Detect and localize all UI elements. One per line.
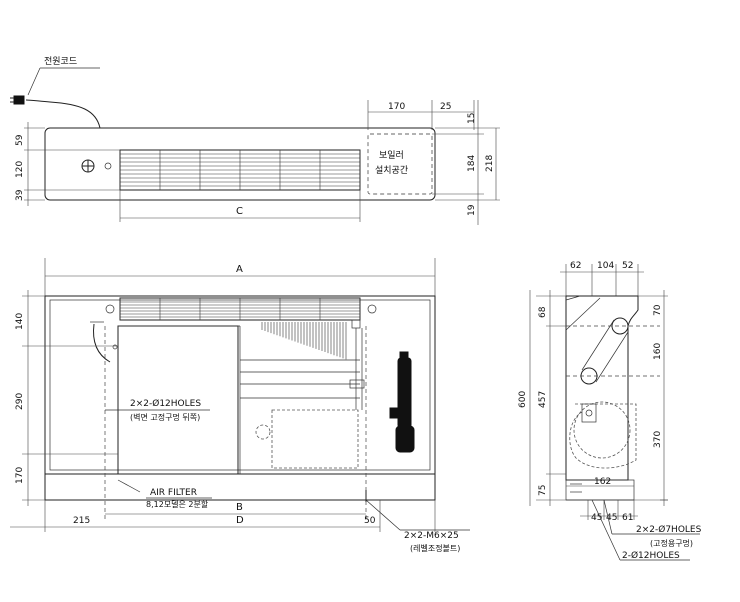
dim-75: 75 — [538, 485, 548, 496]
dim-68: 68 — [538, 306, 548, 318]
dim-45-a: 45 — [591, 513, 602, 523]
front-view: A — [10, 258, 470, 553]
boiler-space-area — [367, 133, 433, 195]
dim-59: 59 — [15, 134, 25, 146]
dim-104: 104 — [597, 261, 614, 271]
holes7-note: (고정용구멍) — [650, 538, 693, 548]
dim-215: 215 — [73, 516, 90, 526]
top-view: 전원코드 보일러 설치공간 170 25 15 184 218 19 — [10, 56, 500, 225]
boiler-space-label-1: 보일러 — [379, 150, 404, 161]
bolt-label: 2×2-M6×25 — [404, 531, 459, 541]
dim-184: 184 — [467, 155, 477, 172]
air-filter-label: AIR FILTER — [150, 488, 197, 498]
dim-140: 140 — [15, 313, 25, 330]
dim-d: D — [236, 515, 244, 526]
fan-scroll — [569, 403, 637, 469]
front-grill-slats — [119, 298, 361, 320]
power-plug-icon — [13, 95, 25, 105]
dim-600: 600 — [518, 391, 528, 408]
side-view: 62 104 52 68 600 457 75 — [518, 261, 702, 561]
top-grill-slats — [119, 150, 361, 190]
filter-note: 8,12모델은 2분할 — [146, 499, 209, 509]
dim-162: 162 — [594, 477, 611, 487]
dim-52: 52 — [622, 261, 633, 271]
dim-160: 160 — [653, 343, 663, 360]
dim-62: 62 — [570, 261, 581, 271]
holes-label: 2×2-Ø12HOLES — [130, 398, 201, 409]
fan-housing — [271, 409, 359, 469]
holes12-label: 2-Ø12HOLES — [622, 550, 680, 561]
dim-61: 61 — [622, 513, 633, 523]
dim-c: C — [236, 206, 243, 217]
dim-15: 15 — [467, 113, 477, 124]
dim-457: 457 — [538, 391, 548, 408]
heat-exchanger-fins — [261, 322, 347, 360]
dim-a: A — [236, 264, 243, 275]
holes-note: (벽면 고정구멍 뒤쪽) — [130, 412, 200, 422]
power-cord — [25, 99, 101, 129]
dim-170-top: 170 — [388, 102, 405, 112]
dim-19: 19 — [467, 204, 477, 216]
power-cord-label: 전원코드 — [44, 56, 77, 67]
holes7-label: 2×2-Ø7HOLES — [636, 524, 702, 535]
side-profile — [565, 295, 639, 481]
dim-70: 70 — [653, 304, 663, 316]
dim-25-top: 25 — [440, 102, 451, 112]
dim-120: 120 — [15, 161, 25, 178]
dim-370: 370 — [653, 431, 663, 448]
dim-170-front: 170 — [15, 467, 25, 484]
boiler-space-label-2: 설치공간 — [375, 164, 408, 176]
bolt-note: (레벨조정볼트) — [410, 543, 460, 553]
dim-50: 50 — [364, 516, 376, 526]
dim-45-b: 45 — [606, 513, 617, 523]
dim-b: B — [236, 502, 243, 513]
dim-218: 218 — [485, 155, 495, 172]
dim-290: 290 — [15, 393, 25, 410]
dim-39: 39 — [15, 189, 25, 201]
top-view-body — [44, 127, 436, 201]
power-cord-leader — [27, 67, 41, 96]
front-view-base — [44, 473, 436, 501]
